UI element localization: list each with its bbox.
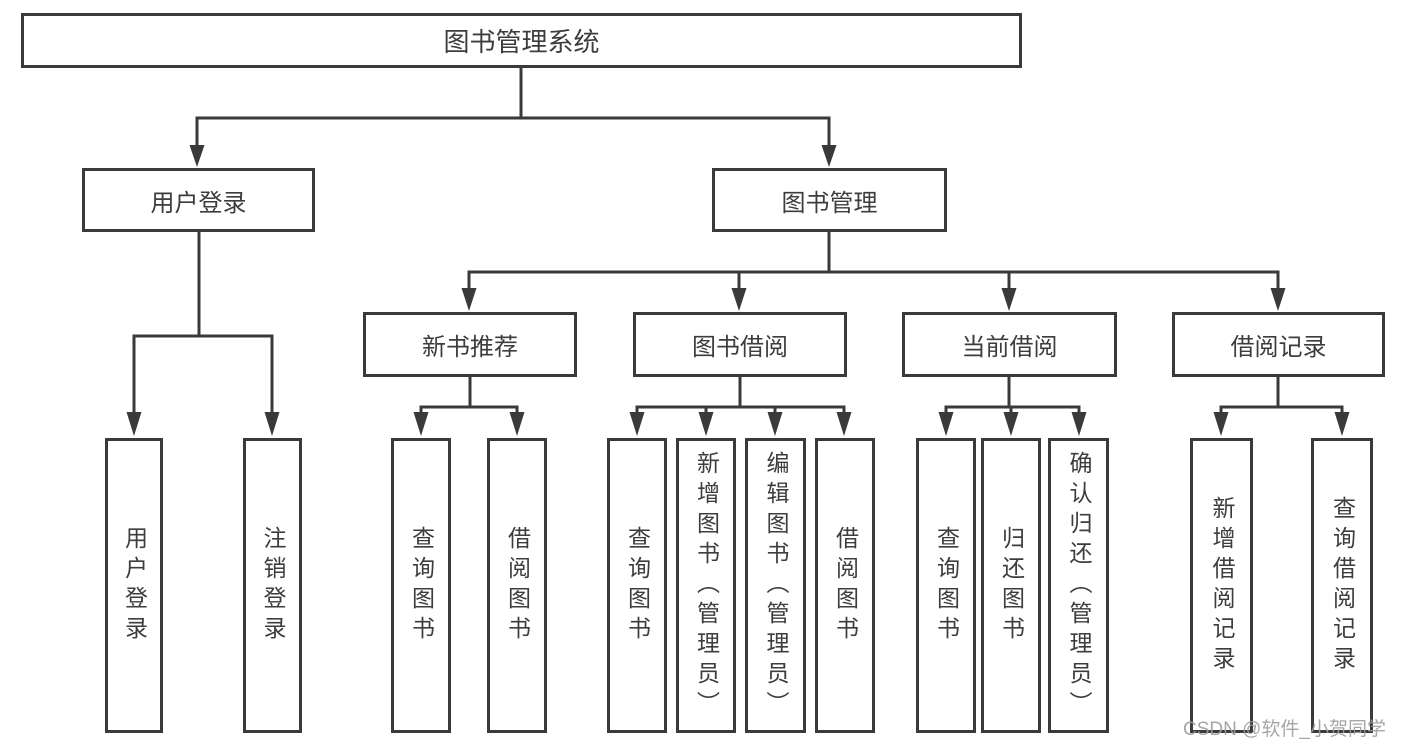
leaf-label: 查询图书 xyxy=(624,525,651,646)
leaf-label: 查询图书 xyxy=(408,525,435,646)
node-label: 图书管理 xyxy=(781,189,878,217)
leaf-query-book-recommend: 查询图书 xyxy=(391,438,451,733)
leaf-borrow-book: 借阅图书 xyxy=(815,438,875,733)
node-label: 图书管理系统 xyxy=(443,27,600,57)
node-user-login-branch: 用户登录 xyxy=(82,168,315,232)
leaf-label: 新增借阅记录 xyxy=(1209,495,1235,676)
leaf-label: 编辑图书（管理员） xyxy=(763,450,789,721)
node-label: 图书借阅 xyxy=(692,334,788,361)
leaf-label: 新增图书（管理员） xyxy=(693,450,720,721)
leaf-borrow-book-recommend: 借阅图书 xyxy=(487,438,547,733)
leaf-label: 注销登录 xyxy=(260,525,286,646)
node-label: 新书推荐 xyxy=(422,334,518,361)
leaf-edit-book-admin: 编辑图书（管理员） xyxy=(745,438,806,733)
leaf-label: 查询图书 xyxy=(933,525,960,646)
leaf-return-book: 归还图书 xyxy=(981,438,1041,733)
node-borrowing-records: 借阅记录 xyxy=(1172,312,1385,377)
arrowheads xyxy=(126,145,1350,436)
csdn-watermark: CSDN @软件_小贺同学 xyxy=(1183,719,1386,740)
leaf-label: 查询借阅记录 xyxy=(1329,495,1356,676)
node-label: 用户登录 xyxy=(150,189,247,217)
leaf-label: 归还图书 xyxy=(998,525,1025,646)
node-book-borrowing: 图书借阅 xyxy=(633,312,847,377)
leaf-label: 用户登录 xyxy=(121,525,148,646)
leaf-logout: 注销登录 xyxy=(243,438,302,733)
leaf-user-login: 用户登录 xyxy=(105,438,163,733)
leaf-label: 借阅图书 xyxy=(504,525,531,646)
leaf-query-book-borrow: 查询图书 xyxy=(607,438,667,733)
leaf-add-book-admin: 新增图书（管理员） xyxy=(676,438,736,733)
node-label: 借阅记录 xyxy=(1230,334,1327,361)
leaf-confirm-return-admin: 确认归还（管理员） xyxy=(1048,438,1109,733)
node-book-management-branch: 图书管理 xyxy=(712,168,947,232)
leaf-label: 借阅图书 xyxy=(832,525,859,646)
node-library-management-system: 图书管理系统 xyxy=(21,13,1022,68)
leaf-query-book-current: 查询图书 xyxy=(916,438,976,733)
leaf-label: 确认归还（管理员） xyxy=(1066,450,1092,721)
leaf-add-borrow-record: 新增借阅记录 xyxy=(1190,438,1253,733)
node-current-borrowing: 当前借阅 xyxy=(902,312,1117,377)
node-label: 当前借阅 xyxy=(961,334,1058,361)
node-new-book-recommend: 新书推荐 xyxy=(363,312,577,377)
leaf-query-borrow-record: 查询借阅记录 xyxy=(1311,438,1373,733)
